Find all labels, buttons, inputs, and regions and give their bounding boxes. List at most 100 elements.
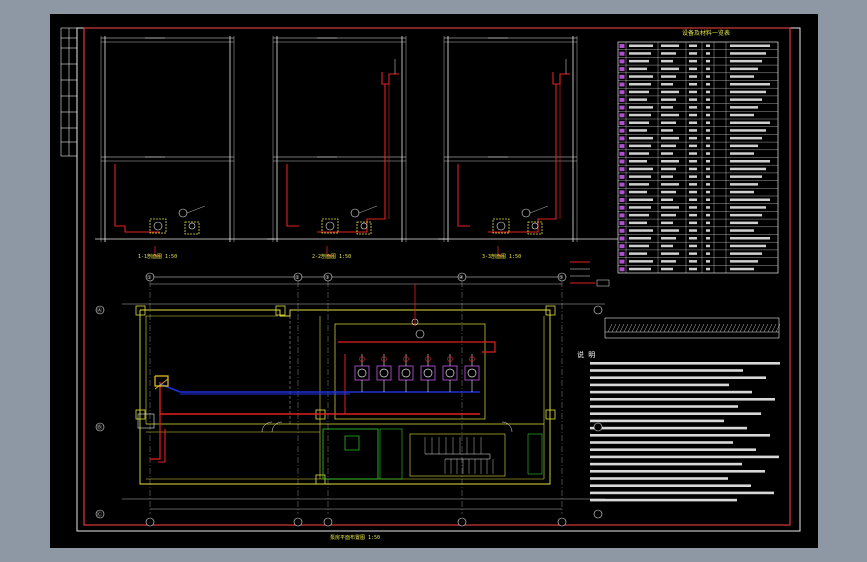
table-cell-remark xyxy=(730,152,754,155)
pump-valve xyxy=(447,356,453,362)
table-cell-spec xyxy=(661,113,679,117)
table-cell-spec xyxy=(661,90,679,94)
table-cell-qty xyxy=(706,113,710,117)
plan-tank-diag xyxy=(154,378,169,390)
notes-block: 说 明 xyxy=(577,317,781,502)
table-cell-qty xyxy=(706,198,710,201)
pump-valve xyxy=(403,356,409,362)
note-line xyxy=(590,484,751,487)
riser-pipe-left xyxy=(457,164,470,227)
hatch-line xyxy=(755,323,761,333)
pipe-legend xyxy=(570,261,610,287)
table-cell-name xyxy=(629,213,649,217)
pump-valve xyxy=(359,356,365,362)
hatch-line xyxy=(743,323,749,333)
hatch-line xyxy=(667,323,673,333)
table-cell-spec xyxy=(661,244,673,248)
note-line xyxy=(590,462,742,466)
hatch-line xyxy=(707,323,713,333)
plan-pipe-red-down xyxy=(150,414,161,460)
pump-symbol xyxy=(325,221,335,231)
table-cell-unit xyxy=(689,190,697,194)
table-row-marker xyxy=(619,144,625,149)
pump-circle xyxy=(467,368,477,378)
table-cell-unit xyxy=(689,129,697,132)
table-cell-spec xyxy=(661,190,676,194)
table-cell-qty xyxy=(706,129,710,132)
cad-drawing-canvas[interactable]: 1-1剖面图 1:50 2-2剖面图 1:50 3-3剖面图 1:50 设备及材… xyxy=(50,14,818,548)
table-cell-qty xyxy=(706,121,710,124)
pump-valve xyxy=(469,356,475,362)
note-line xyxy=(590,412,761,415)
side-axis-label: Ⓒ xyxy=(97,511,102,518)
note-line xyxy=(590,498,737,502)
table-cell-spec xyxy=(661,98,676,101)
table-cell-spec xyxy=(661,136,679,140)
grid-axis-label: ① xyxy=(147,275,152,281)
toilet-fixture xyxy=(344,435,360,451)
hatch-line xyxy=(715,323,721,333)
side-axis-label: Ⓐ xyxy=(97,307,102,314)
pump-base xyxy=(321,218,339,234)
table-row-marker xyxy=(619,174,625,179)
pump-circle xyxy=(401,368,411,378)
table-row-marker xyxy=(619,128,625,133)
table-cell-name xyxy=(629,221,647,225)
table-row-marker xyxy=(619,182,625,187)
table-row-marker xyxy=(619,221,625,226)
table-cell-unit xyxy=(689,229,697,232)
table-cell-name xyxy=(629,198,653,201)
table-cell-unit xyxy=(689,167,697,171)
side-axis-label: Ⓑ xyxy=(97,424,102,431)
table-cell-name xyxy=(629,144,651,148)
table-cell-qty xyxy=(706,152,710,155)
valve-symbol xyxy=(360,222,368,230)
inner-border xyxy=(83,27,791,526)
grid-axis-label: ③ xyxy=(325,275,330,281)
table-row-marker xyxy=(619,97,625,102)
side-axis-bubble xyxy=(95,305,105,315)
riser-pipe-left xyxy=(286,164,299,227)
table-row-marker xyxy=(619,190,625,195)
table-cell-name xyxy=(629,206,651,209)
table-cell-spec xyxy=(661,52,676,55)
table-cell-qty xyxy=(706,136,710,140)
table-cell-remark xyxy=(730,136,762,140)
table-cell-spec xyxy=(661,267,673,271)
table-cell-name xyxy=(629,229,653,232)
table-cell-name xyxy=(629,98,647,101)
table-cell-remark xyxy=(730,144,758,148)
plan-column xyxy=(545,409,556,420)
table-cell-qty xyxy=(706,183,710,186)
table-cell-unit xyxy=(689,267,697,271)
plan-pipe-red-top xyxy=(338,341,496,353)
hatch-line xyxy=(631,323,637,333)
table-cell-remark xyxy=(730,113,754,117)
hatch-line xyxy=(699,323,705,333)
hatch-line xyxy=(719,323,725,333)
section-callout xyxy=(521,208,531,218)
table-cell-spec xyxy=(661,83,673,86)
grid-axis-label: ② xyxy=(295,275,300,281)
table-cell-qty xyxy=(706,244,710,248)
table-cell-unit xyxy=(689,260,697,263)
hatch-line xyxy=(731,323,737,333)
table-cell-name xyxy=(629,75,653,78)
table-cell-qty xyxy=(706,252,710,255)
hatch-line xyxy=(607,323,613,333)
grid-axis-bubble-bottom xyxy=(557,517,567,527)
table-cell-remark xyxy=(730,129,766,132)
table-cell-unit xyxy=(689,90,697,94)
pump-circle xyxy=(357,368,367,378)
table-cell-name xyxy=(629,260,653,263)
room-wash xyxy=(379,428,403,480)
table-row-marker xyxy=(619,244,625,249)
note-line xyxy=(590,390,752,394)
table-cell-name xyxy=(629,59,649,63)
side-axis-bubble xyxy=(95,422,105,432)
table-row-marker xyxy=(619,159,625,164)
table-cell-remark xyxy=(730,206,766,209)
plan-column xyxy=(135,305,146,316)
hatch-line xyxy=(683,323,689,333)
hatch-line xyxy=(739,323,745,333)
